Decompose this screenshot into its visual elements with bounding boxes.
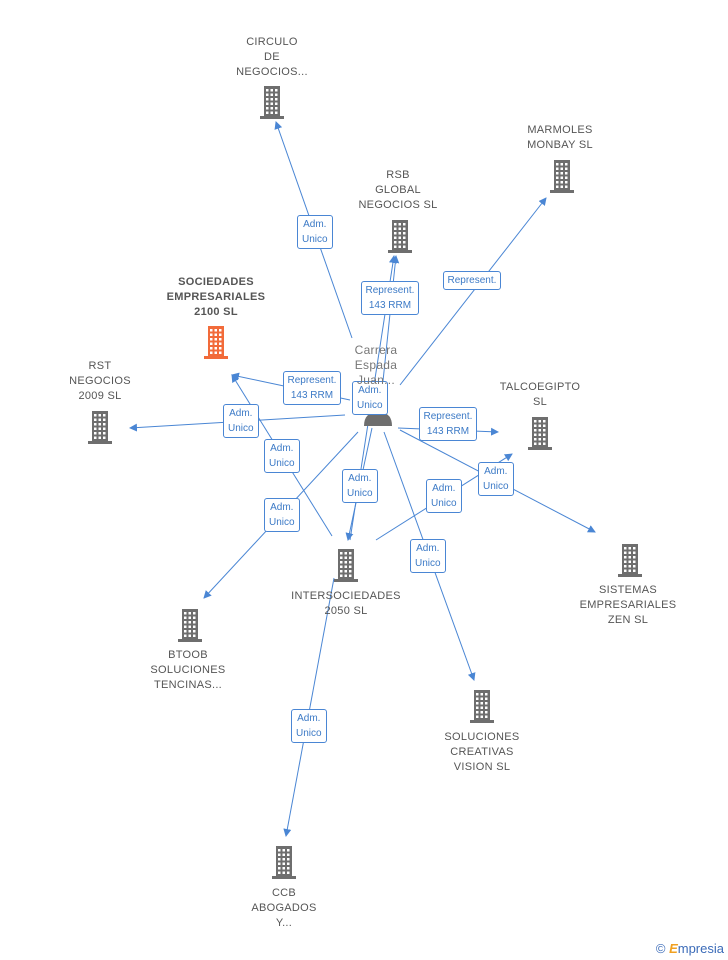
brand-footer: © Empresia bbox=[656, 941, 724, 956]
edge-label-carrera-talcoegipto[interactable]: Represent. 143 RRM bbox=[418, 407, 478, 441]
building-icon[interactable] bbox=[618, 544, 642, 577]
edge-label-carrera-btoob[interactable]: Adm. Unico bbox=[264, 498, 300, 532]
building-icon[interactable] bbox=[334, 549, 358, 582]
node-label-rsb[interactable]: RSB GLOBAL NEGOCIOS SL bbox=[358, 169, 438, 211]
node-label-marmoles[interactable]: MARMOLES MONBAY SL bbox=[527, 124, 593, 151]
edge-label-carrera-sistemas[interactable]: Adm. Unico bbox=[478, 462, 514, 496]
building-icon[interactable] bbox=[272, 846, 296, 879]
building-icon[interactable] bbox=[88, 411, 112, 444]
node-label-talcoegipto[interactable]: TALCOEGIPTO SL bbox=[499, 381, 581, 408]
edge-carrera-marmoles bbox=[399, 197, 547, 386]
brand-logo-initial: E bbox=[669, 941, 678, 956]
building-icon[interactable] bbox=[178, 609, 202, 642]
edge-label-carrera-rst[interactable]: Adm. Unico bbox=[223, 404, 259, 438]
edge-label-carrera-soluciones[interactable]: Adm. Unico bbox=[410, 539, 446, 573]
edge-label-intersociedades-talcoegipto[interactable]: Adm. Unico bbox=[426, 479, 462, 513]
node-label-btoob[interactable]: BTOOB SOLUCIONES TENCINAS... bbox=[150, 649, 226, 691]
edge-label-carrera-rsb[interactable]: Represent. 143 RRM bbox=[360, 281, 420, 315]
node-label-intersociedades[interactable]: INTERSOCIEDADES 2050 SL bbox=[291, 590, 401, 617]
person-icon[interactable] bbox=[364, 412, 392, 426]
node-label-circulo[interactable]: CIRCULO DE NEGOCIOS... bbox=[236, 36, 308, 78]
edge-label-carrera-marmoles[interactable]: Represent. bbox=[442, 270, 502, 290]
edge-label-carrera-circulo[interactable]: Adm. Unico bbox=[297, 215, 333, 249]
building-icon[interactable] bbox=[204, 326, 228, 359]
node-label-sociedades[interactable]: SOCIEDADES EMPRESARIALES 2100 SL bbox=[166, 276, 266, 318]
edge-label-intersociedades-rsb[interactable]: Adm. Unico bbox=[352, 381, 388, 415]
node-label-carrera[interactable]: Carrera Espada Juan... bbox=[354, 343, 398, 387]
building-icon[interactable] bbox=[550, 160, 574, 193]
building-icon[interactable] bbox=[528, 417, 552, 450]
copyright-icon: © bbox=[655, 941, 666, 956]
edge-label-intersociedades-ccb[interactable]: Adm. Unico bbox=[291, 709, 327, 743]
node-label-sistemas[interactable]: SISTEMAS EMPRESARIALES ZEN SL bbox=[579, 584, 677, 626]
edge-label-carrera-sociedades[interactable]: Represent. 143 RRM bbox=[282, 371, 342, 405]
node-label-soluciones[interactable]: SOLUCIONES CREATIVAS VISION SL bbox=[444, 731, 520, 773]
node-label-rst[interactable]: RST NEGOCIOS 2009 SL bbox=[69, 360, 131, 402]
node-label-ccb[interactable]: CCB ABOGADOS Y... bbox=[251, 887, 317, 929]
edge-intersociedades-ccb bbox=[283, 577, 335, 837]
building-icon[interactable] bbox=[388, 220, 412, 253]
building-icon[interactable] bbox=[260, 86, 284, 119]
edge-label-intersociedades-sociedades[interactable]: Adm. Unico bbox=[264, 439, 300, 473]
building-icon[interactable] bbox=[470, 690, 494, 723]
edge-label-carrera-intersociedades[interactable]: Adm. Unico bbox=[342, 469, 378, 503]
brand-logo-text: mpresia bbox=[677, 941, 724, 956]
